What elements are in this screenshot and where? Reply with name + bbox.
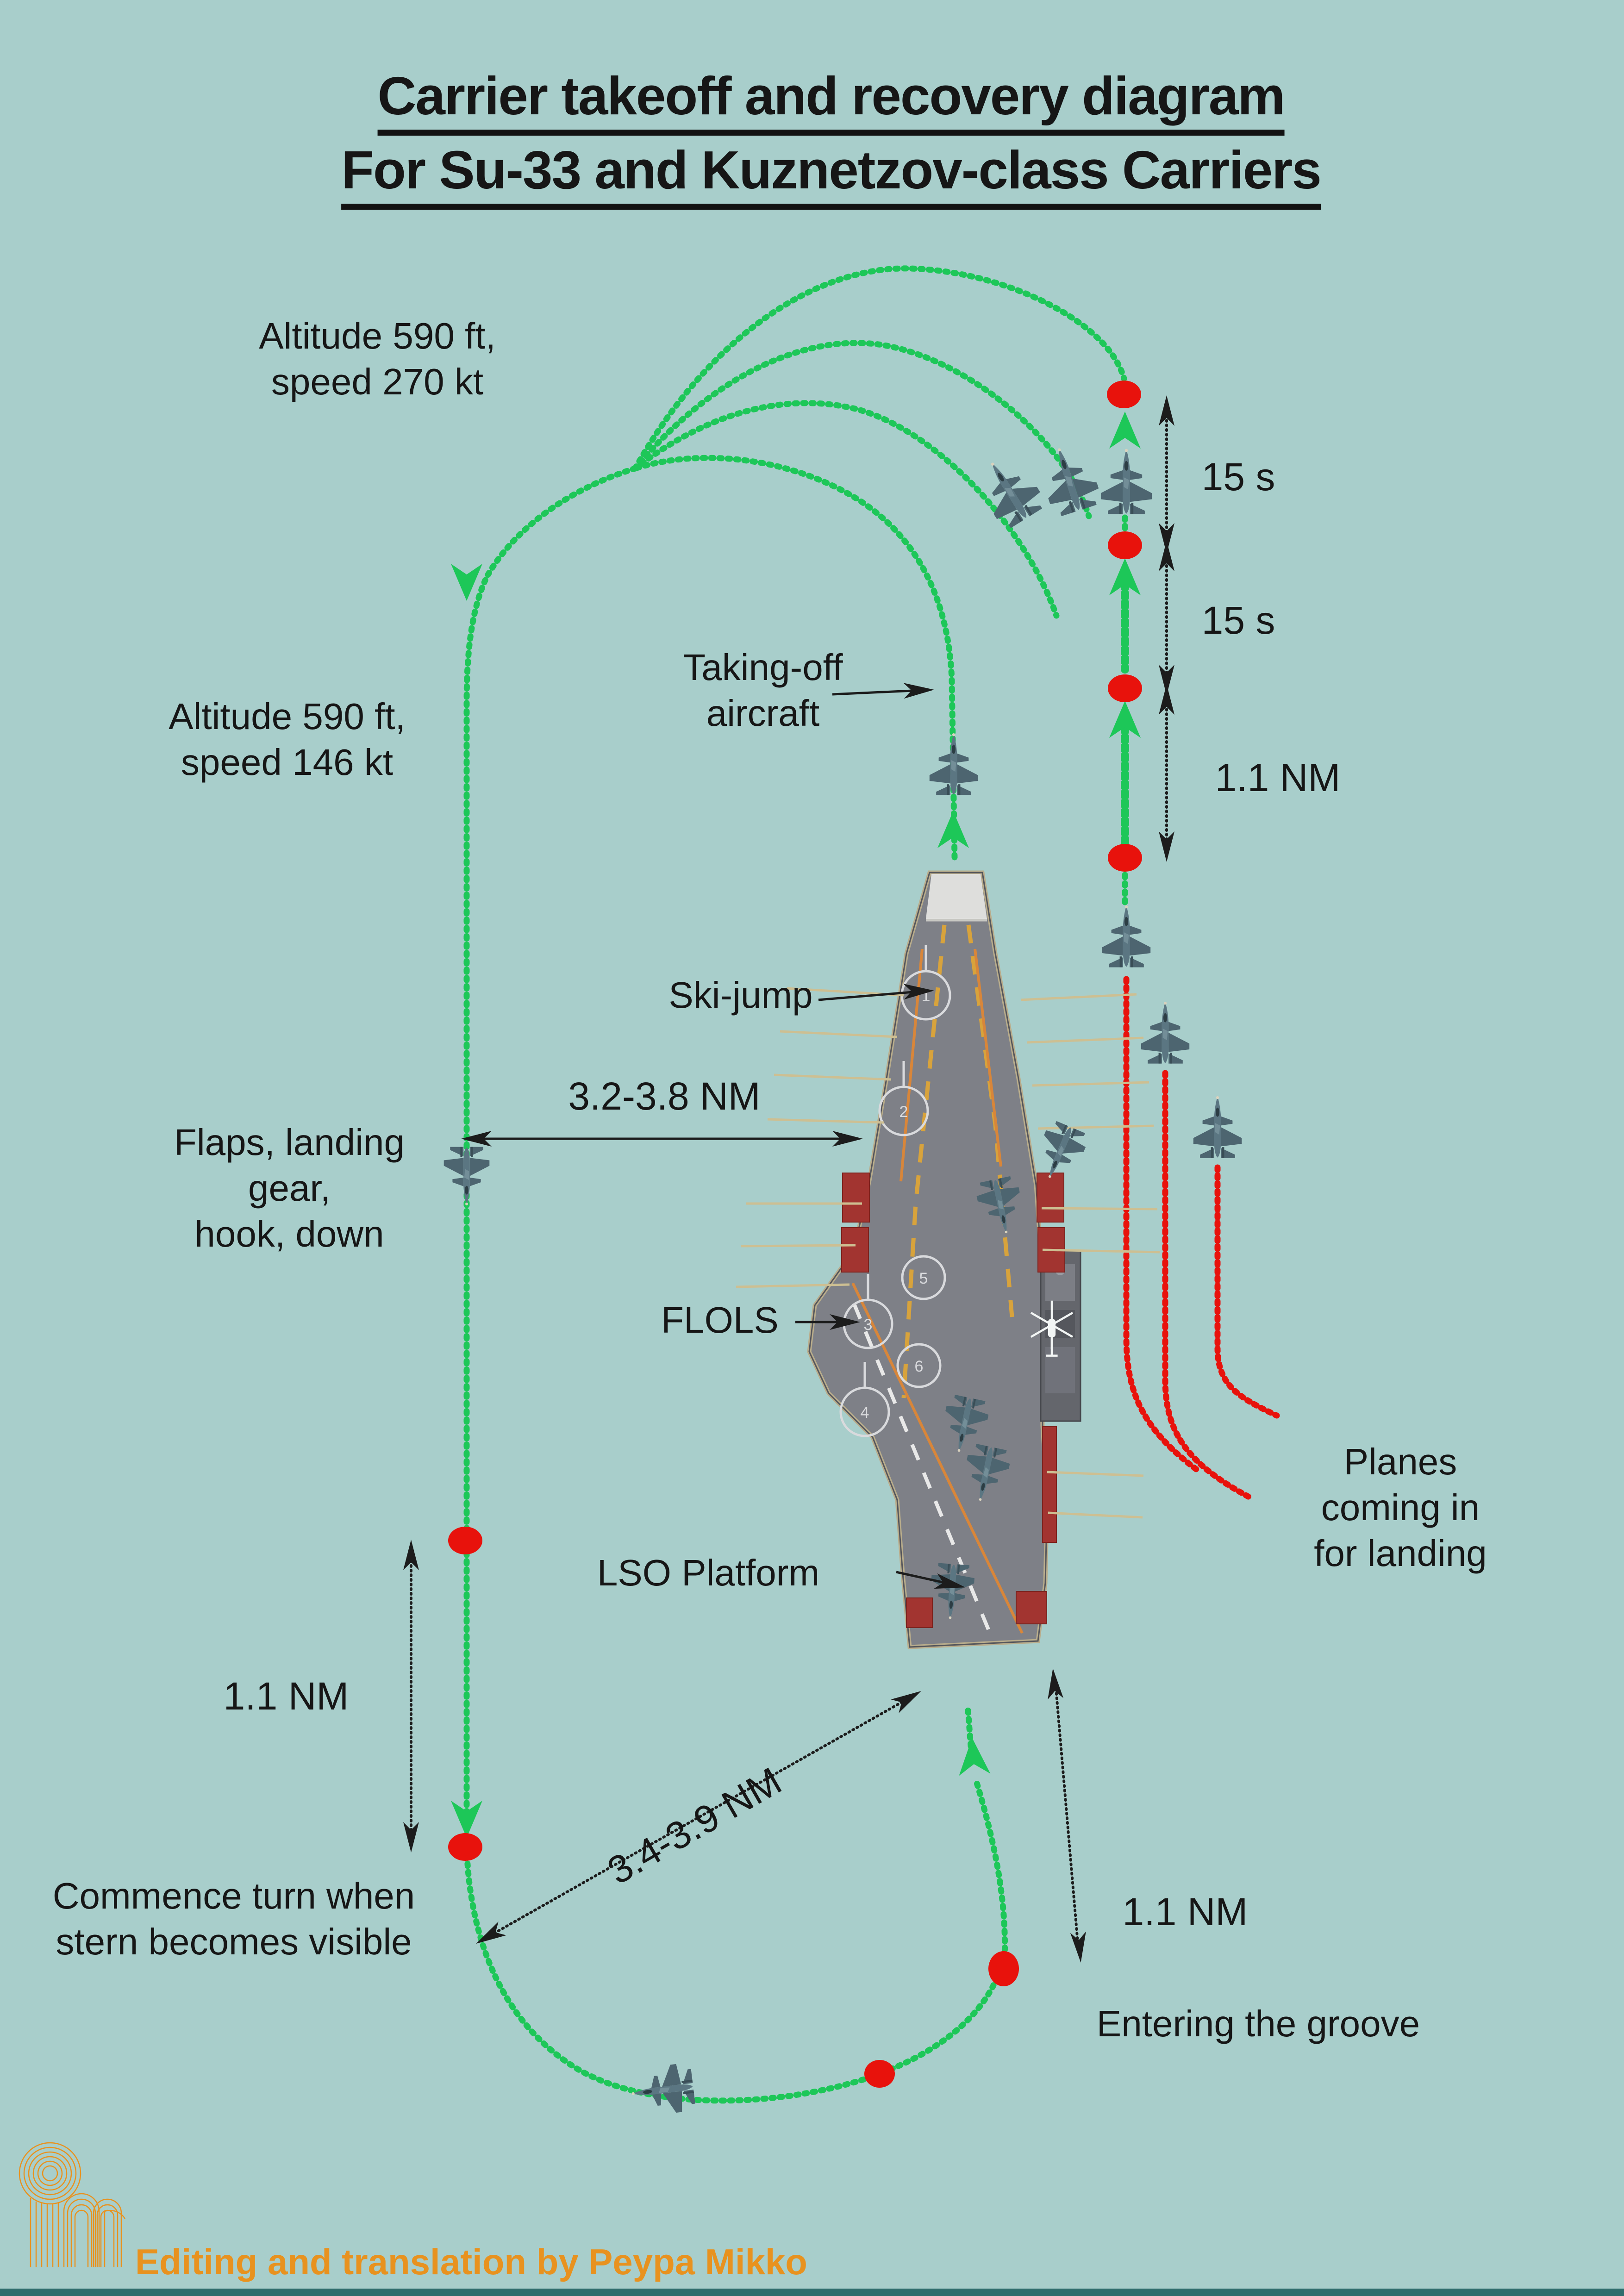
- pm-logo-icon: [19, 2142, 126, 2267]
- pattern-path-green: [463, 265, 1128, 2104]
- label-dist-3238: 3.2-3.8 NM: [568, 1074, 761, 1118]
- label-nm-final: 1.1 NM: [1122, 1890, 1248, 1934]
- inbound-jet: [1193, 1096, 1242, 1158]
- landing-approach-tracks: [1123, 976, 1280, 1501]
- waypoint-dots: [448, 381, 1142, 2088]
- turn-curve-outer: [632, 265, 1127, 472]
- label-nm-pattern: 1.1 NM: [1215, 756, 1341, 799]
- label-interval-15s-b: 15 s: [1201, 599, 1275, 642]
- label-ski-jump: Ski-jump: [668, 974, 813, 1016]
- base-turn-path: [463, 1844, 880, 2104]
- carrier-island: [1040, 1250, 1081, 1422]
- turn-curve-mid: [632, 340, 1092, 519]
- groove-entry-path: [880, 1970, 1002, 2076]
- bottom-bar: [0, 2289, 1624, 2296]
- label-lso-platform: LSO Platform: [597, 1552, 820, 1593]
- downwind-leg: [463, 465, 638, 1850]
- helipad-number: 2: [899, 1103, 908, 1121]
- label-flols: FLOLS: [661, 1299, 779, 1341]
- pattern-jet: [1100, 449, 1152, 514]
- taking-off-jet: [929, 733, 978, 795]
- final-approach-path: [973, 1777, 1008, 1961]
- label-taking-off: Taking-off aircraft: [683, 647, 843, 734]
- helipad-number: 4: [861, 1404, 869, 1422]
- helipad-number: 5: [919, 1270, 928, 1287]
- label-entering-groove: Entering the groove: [1096, 2003, 1420, 2044]
- label-interval-15s-a: 15 s: [1201, 455, 1275, 499]
- turn-curve-inner: [632, 400, 1060, 619]
- label-arrows: [482, 689, 945, 1584]
- measure-lines: [410, 414, 1168, 1944]
- pattern-jet: [1034, 440, 1104, 518]
- ski-jump-ramp: [926, 874, 987, 919]
- label-altitude-146: Altitude 590 ft, speed 146 kt: [169, 696, 406, 783]
- inbound-jet: [1141, 1001, 1190, 1064]
- helipad-number: 6: [915, 1358, 924, 1375]
- inbound-jet: [1102, 905, 1151, 967]
- label-commence-turn: Commence turn when stern becomes visible: [52, 1875, 415, 1963]
- pattern-jet: [970, 449, 1048, 532]
- hull-sponsons: [841, 1173, 1065, 1628]
- page-title-line1: Carrier takeoff and recovery diagram: [377, 65, 1285, 136]
- label-altitude-270: Altitude 590 ft, speed 270 kt: [259, 315, 496, 403]
- label-planes-landing: Planes coming in for landing: [1314, 1441, 1487, 1574]
- helipad-number: 3: [864, 1316, 873, 1334]
- page-title-line2: For Su-33 and Kuznetzov-class Carriers: [341, 139, 1322, 210]
- downwind-jet: [443, 1147, 490, 1205]
- label-flaps-gear-hook: Flaps, landing gear, hook, down: [174, 1122, 405, 1255]
- label-nm-left: 1.1 NM: [223, 1674, 349, 1718]
- carrier: 1 2 3 4 5 6: [736, 870, 1160, 1649]
- takeoff-climb-path: [632, 455, 958, 861]
- credit-text: Editing and translation by Peypa Mikko: [135, 2241, 807, 2282]
